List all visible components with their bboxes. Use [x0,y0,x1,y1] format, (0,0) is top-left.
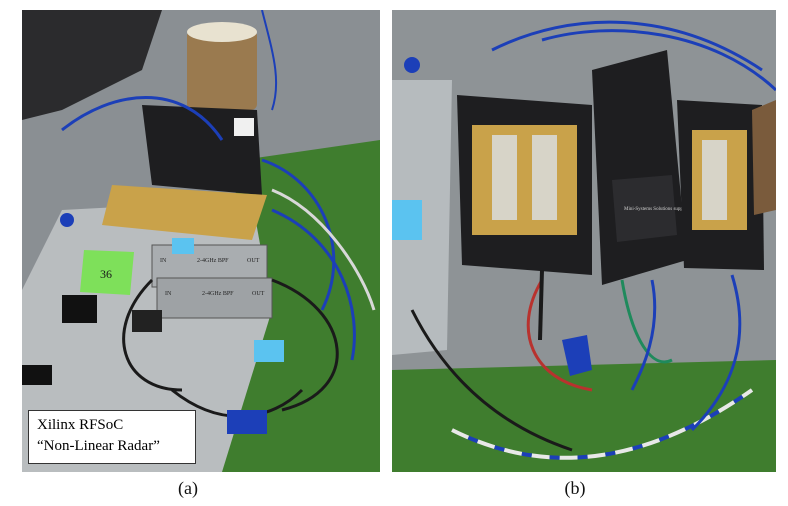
cable [122,278,183,392]
blue-tape-2 [254,340,284,362]
left-module [492,135,517,220]
photo-a-illustration: IN 2-4GHz BPF OUT IN 2-4GHz BPF OUT 36 [22,10,380,472]
enclosure-text: Mini-Systems Solutions support@... [624,207,697,212]
filter-lower-in: IN [165,291,172,297]
enclosure-sticker [234,118,254,136]
enclosure [142,105,262,195]
left-module-2 [532,135,557,220]
sticky-note-text: 36 [100,267,112,281]
cable [61,96,224,141]
cable [491,20,763,72]
overlay-label-line1: Xilinx RFSoC [37,417,124,433]
sticky-note [80,250,134,295]
blue-tape [172,238,194,254]
connector-block [227,410,267,434]
enclosure-face [612,175,677,242]
cable [630,279,657,391]
caption-b: (b) [564,478,586,498]
cable [261,10,278,111]
filter-lower-out: OUT [252,291,265,297]
cable [690,274,742,432]
cable [271,188,376,311]
cable [620,279,673,364]
filter-upper-band: 2-4GHz BPF [197,258,229,264]
left-board [472,125,577,235]
cable [451,388,754,460]
board-tray [102,185,267,240]
chair [22,10,162,120]
cable [538,269,544,341]
black-pad [62,295,97,323]
filter-upper-out: OUT [247,258,260,264]
mesh-pad [132,310,162,332]
photo-b-illustration: Mini-Systems Solutions support@... [392,10,776,472]
cylinder [187,30,257,110]
connector [562,335,592,376]
overlay-label-line2: “Non-Linear Radar” [37,438,160,454]
cable [271,278,339,412]
black-pad-2 [22,365,52,385]
cylinder-top [187,22,257,42]
filter-lower-band: 2-4GHz BPF [202,291,234,297]
right-module [702,140,727,220]
cable [451,388,754,460]
overlay-label: Xilinx RFSoC “Non-Linear Radar” [28,410,196,464]
connector [60,213,74,227]
filter-upper-in: IN [160,258,167,264]
cable [410,309,573,452]
filter-lower [156,277,273,319]
connector [404,57,420,73]
cable [541,29,776,92]
cable [526,279,593,392]
blue-tape [392,200,422,240]
cable [271,208,356,361]
photo-panel-b: Mini-Systems Solutions support@... [392,10,776,472]
cable [261,158,336,311]
caption-a: (a) [178,478,198,498]
photo-panel-a: IN 2-4GHz BPF OUT IN 2-4GHz BPF OUT 36 [22,10,380,472]
cylinder [752,100,776,215]
